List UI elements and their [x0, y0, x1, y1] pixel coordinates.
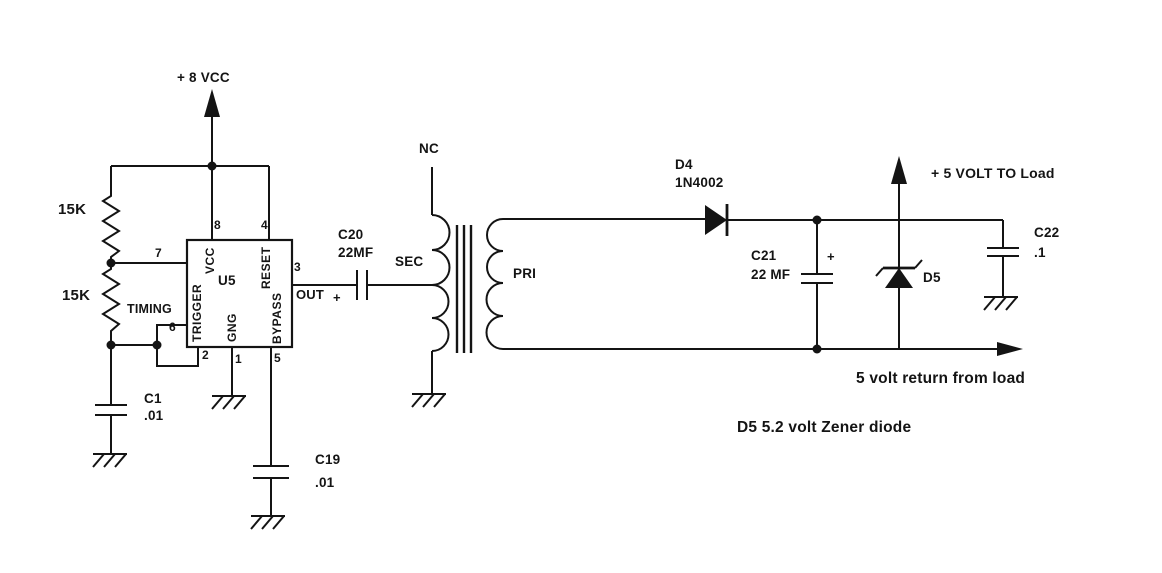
- u5-pin4-number: 4: [261, 218, 268, 232]
- return-from-load-label: 5 volt return from load: [856, 370, 1026, 387]
- u5-pin-out-name: OUT: [296, 287, 325, 302]
- ic-u5-ref: U5: [218, 273, 236, 288]
- c20-ref-label: C20: [338, 227, 364, 242]
- zener-d5-symbol: [875, 259, 923, 288]
- c21-ref-label: C21: [751, 248, 777, 263]
- diode-d4-symbol: [705, 204, 729, 236]
- transformer-core: [455, 225, 473, 353]
- transformer-primary-coil: [485, 218, 504, 350]
- u5-pin3-number: 3: [294, 260, 301, 274]
- c20-value-label: 22MF: [338, 245, 374, 260]
- u5-pin-reset-name: RESET: [259, 246, 273, 289]
- ground-symbol: [983, 296, 1018, 311]
- ground-symbol: [211, 395, 246, 410]
- c1-value-label: .01: [144, 408, 164, 423]
- u5-pin1-number: 1: [235, 352, 242, 366]
- c19-ref-label: C19: [315, 452, 341, 467]
- ground-symbol: [250, 515, 285, 530]
- resistor-bottom-label: 15K: [62, 287, 91, 304]
- u5-pin2-number: 2: [202, 348, 209, 362]
- u5-pin-trigger-name: TRIGGER: [190, 283, 204, 343]
- d5-ref-label: D5: [923, 270, 941, 285]
- u5-pin-bypass-name: BYPASS: [270, 292, 284, 345]
- c22-value-label: .1: [1034, 245, 1046, 260]
- load-output-arrow-icon: [891, 156, 907, 349]
- transformer-nc-label: NC: [419, 141, 439, 156]
- capacitor-c19-symbol: [253, 347, 289, 516]
- c22-ref-label: C22: [1034, 225, 1060, 240]
- d4-ref-label: D4: [675, 157, 693, 172]
- ground-symbol: [92, 453, 127, 468]
- c19-value-label: .01: [315, 475, 335, 490]
- zener-note-label: D5 5.2 volt Zener diode: [737, 419, 912, 436]
- vcc-top-rail: [111, 161, 270, 240]
- d4-part-label: 1N4002: [675, 175, 724, 190]
- resistor-top-label: 15K: [58, 201, 87, 218]
- c1-ref-label: C1: [144, 391, 162, 406]
- capacitor-c21-symbol: [801, 220, 833, 349]
- c20-polarity-label: +: [333, 290, 341, 305]
- capacitor-c20-symbol: [356, 270, 368, 300]
- output-to-load-label: + 5 VOLT TO Load: [931, 165, 1055, 181]
- transformer-pri-label: PRI: [513, 266, 537, 281]
- vcc-supply-arrow-icon: [204, 89, 220, 240]
- ground-symbol: [411, 393, 446, 408]
- u5-pin-gnd-name: GNG: [225, 313, 239, 343]
- return-rail-arrow: [503, 342, 1023, 356]
- capacitor-c1-symbol: [95, 345, 127, 454]
- transformer-secondary-coil: [431, 214, 451, 394]
- ic-u5-body: [185, 238, 294, 349]
- resistor-top-symbol: [101, 166, 121, 263]
- pin6-pin2-loop-wire: [156, 324, 199, 367]
- u5-pin5-number: 5: [274, 351, 281, 365]
- timing-label: TIMING: [127, 302, 172, 316]
- capacitor-c22-symbol: [987, 220, 1019, 297]
- resistor-bottom-symbol: [101, 263, 121, 345]
- c21-polarity-label: +: [827, 249, 835, 264]
- power-rail-label: + 8 VCC: [177, 70, 230, 85]
- u5-pin8-number: 8: [214, 218, 221, 232]
- c21-value-label: 22 MF: [751, 267, 791, 282]
- u5-pin-vcc-name: VCC: [203, 247, 217, 275]
- transformer-sec-label: SEC: [395, 254, 424, 269]
- u5-pin7-number: 7: [155, 246, 162, 260]
- u5-pin6-number: 6: [169, 320, 176, 334]
